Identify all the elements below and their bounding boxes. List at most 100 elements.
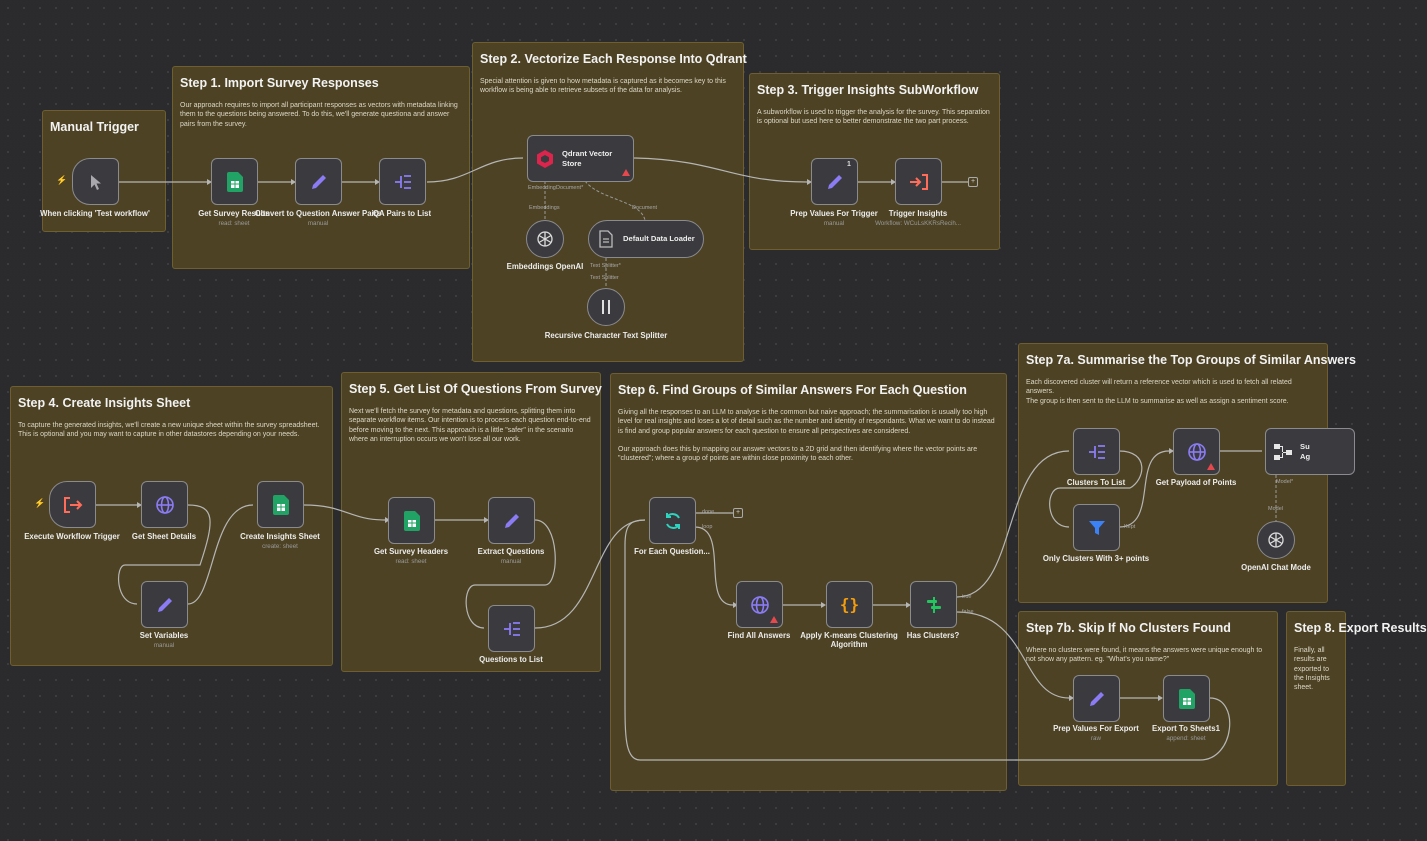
extract-questions-node[interactable]: [488, 497, 535, 544]
connector-tag: done: [702, 509, 715, 515]
trigger-bolt-icon: ⚡: [34, 498, 46, 508]
sticky-step5[interactable]: Step 5. Get List Of Questions From Surve…: [341, 372, 602, 672]
openai-chat-model-node[interactable]: [1257, 521, 1295, 559]
sticky-title: Step 1. Import Survey Responses: [180, 76, 379, 90]
sticky-body: Giving all the responses to an LLM to an…: [618, 409, 995, 463]
node-label: Qdrant Vector Store: [562, 148, 613, 168]
sticky-body: Special attention is given to how metada…: [480, 78, 726, 95]
add-node-button[interactable]: +: [968, 177, 978, 187]
qdrant-icon: [534, 148, 556, 170]
warning-icon: [622, 169, 630, 176]
node-label: OpenAI Chat Mode: [1241, 563, 1311, 572]
connector-tag: Kept: [1124, 524, 1136, 530]
sticky-body: A subworkflow is used to trigger the ana…: [757, 109, 990, 126]
has-clusters-node[interactable]: [910, 581, 957, 628]
split-list-icon: [1086, 441, 1108, 463]
node-label: Su Ag: [1300, 441, 1311, 461]
qdrant-vector-store-node[interactable]: Qdrant Vector Store: [527, 135, 634, 182]
convert-qa-pairs-node[interactable]: [295, 158, 342, 205]
export-to-sheets-node[interactable]: [1163, 675, 1210, 722]
sticky-title: Step 5. Get List Of Questions From Surve…: [349, 382, 602, 396]
sticky-title: Step 4. Create Insights Sheet: [18, 396, 191, 410]
node-label: Questions to List: [479, 655, 543, 664]
questions-to-list-node[interactable]: [488, 605, 535, 652]
document-icon: [595, 228, 617, 250]
get-sheet-details-node[interactable]: [141, 481, 188, 528]
get-survey-headers-node[interactable]: [388, 497, 435, 544]
sticky-title: Manual Trigger: [50, 120, 139, 134]
trigger-insights-node[interactable]: [895, 158, 942, 205]
node-label: Clusters To List: [1066, 478, 1126, 487]
if-branch-icon: [923, 594, 945, 616]
for-each-question-node[interactable]: [649, 497, 696, 544]
pencil-icon: [501, 510, 523, 532]
prep-values-export-node[interactable]: [1073, 675, 1120, 722]
only-clusters-node[interactable]: [1073, 504, 1120, 551]
default-data-loader-node[interactable]: Default Data Loader: [588, 220, 704, 258]
node-label: Has Clusters?: [906, 631, 960, 640]
sticky-body: Next we'll fetch the survey for metadata…: [349, 408, 591, 443]
manual-trigger-node[interactable]: [72, 158, 119, 205]
sticky-title: Step 2. Vectorize Each Response Into Qdr…: [480, 52, 747, 66]
trigger-bolt-icon: ⚡: [56, 175, 68, 185]
split-list-icon: [501, 618, 523, 640]
sticky-step7b[interactable]: Step 7b. Skip If No Clusters Found Where…: [1018, 611, 1278, 786]
set-variables-node[interactable]: [141, 581, 188, 628]
execute-workflow-trigger-node[interactable]: [49, 481, 96, 528]
sticky-body: Our approach requires to import all part…: [180, 102, 458, 128]
filter-icon: [1086, 517, 1108, 539]
embeddings-openai-node[interactable]: [526, 220, 564, 258]
globe-icon: [1186, 441, 1208, 463]
google-sheets-icon: [1176, 688, 1198, 710]
google-sheets-icon: [270, 494, 292, 516]
node-label: Get Payload of Points: [1155, 478, 1237, 487]
text-splitter-node[interactable]: [587, 288, 625, 326]
sticky-title: Step 7b. Skip If No Clusters Found: [1026, 621, 1231, 635]
sign-in-icon: [62, 494, 84, 516]
sticky-step8[interactable]: Step 8. Export Results Finally, all resu…: [1286, 611, 1427, 786]
node-label: Execute Workflow Trigger: [24, 532, 120, 541]
run-count-badge: 1: [847, 161, 851, 168]
pencil-icon: [824, 171, 846, 193]
create-insights-sheet-node[interactable]: [257, 481, 304, 528]
prep-values-trigger-node[interactable]: [811, 158, 858, 205]
node-label: Apply K-means Clustering Algorithm: [800, 631, 898, 650]
globe-icon: [154, 494, 176, 516]
node-label: For Each Question...: [634, 547, 710, 556]
loop-icon: [662, 510, 684, 532]
connector-tag: Embeddings: [529, 205, 560, 211]
add-node-button[interactable]: +: [733, 508, 743, 518]
sticky-manual-trigger[interactable]: Manual Trigger: [42, 110, 166, 232]
connector-tag: Model*: [1276, 479, 1294, 485]
connector-tag: Embedding: [528, 185, 556, 191]
pencil-icon: [1086, 688, 1108, 710]
agent-icon: [1272, 441, 1294, 463]
sticky-body: Finally, all results are exported to the…: [1294, 647, 1330, 692]
get-survey-results-node[interactable]: [211, 158, 258, 205]
connector-tag: true: [962, 594, 972, 600]
openai-icon: [534, 228, 556, 250]
node-label: Default Data Loader: [623, 234, 695, 243]
split-list-icon: [392, 171, 414, 193]
text-splitter-icon: [595, 296, 617, 318]
google-sheets-icon: [224, 171, 246, 193]
sticky-title: Step 7a. Summarise the Top Groups of Sim…: [1026, 353, 1356, 367]
globe-icon: [749, 594, 771, 616]
connector-tag: Text Splitter: [590, 275, 619, 281]
sticky-body: To capture the generated insights, we'll…: [18, 422, 320, 439]
connector-tag: Text Splitter*: [590, 263, 621, 269]
node-label: Only Clusters With 3+ points: [1042, 554, 1150, 563]
qa-pairs-to-list-node[interactable]: [379, 158, 426, 205]
kmeans-node[interactable]: {}: [826, 581, 873, 628]
summarise-agent-node[interactable]: Su Ag: [1265, 428, 1355, 475]
clusters-to-list-node[interactable]: [1073, 428, 1120, 475]
sticky-title: Step 3. Trigger Insights SubWorkflow: [757, 83, 979, 97]
pencil-icon: [308, 171, 330, 193]
